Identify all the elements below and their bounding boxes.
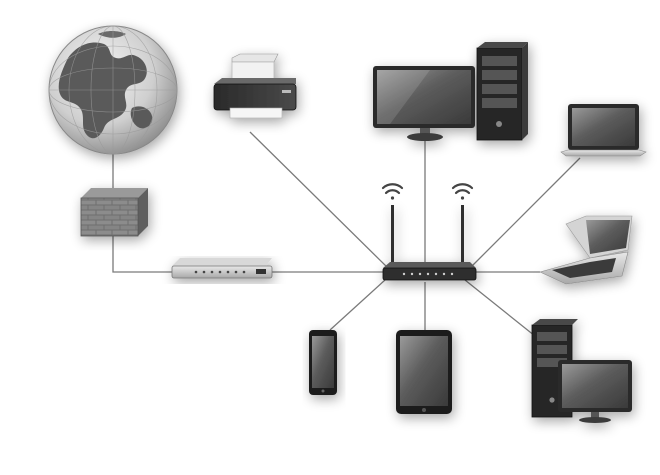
globe-icon bbox=[48, 25, 178, 155]
desktop-computer-icon bbox=[531, 319, 632, 423]
link-firewall-modem bbox=[112, 232, 172, 273]
link-router-printer bbox=[249, 131, 391, 271]
link-router-laptop-right bbox=[469, 157, 581, 269]
desktop-computer-icon bbox=[373, 42, 528, 141]
laptop-icon bbox=[560, 104, 647, 157]
connection-lines bbox=[112, 131, 581, 341]
link-router-smartphone bbox=[329, 279, 386, 331]
smartphone-icon bbox=[309, 330, 337, 395]
brick-wall-icon bbox=[80, 188, 148, 237]
wifi-router-icon bbox=[382, 205, 477, 281]
link-router-desktop-2 bbox=[464, 279, 541, 341]
modem-icon bbox=[171, 258, 273, 279]
wifi-signal-icon bbox=[381, 183, 474, 200]
laptop-icon bbox=[539, 215, 633, 285]
tablet-icon bbox=[396, 330, 452, 414]
printer-icon bbox=[213, 53, 297, 119]
